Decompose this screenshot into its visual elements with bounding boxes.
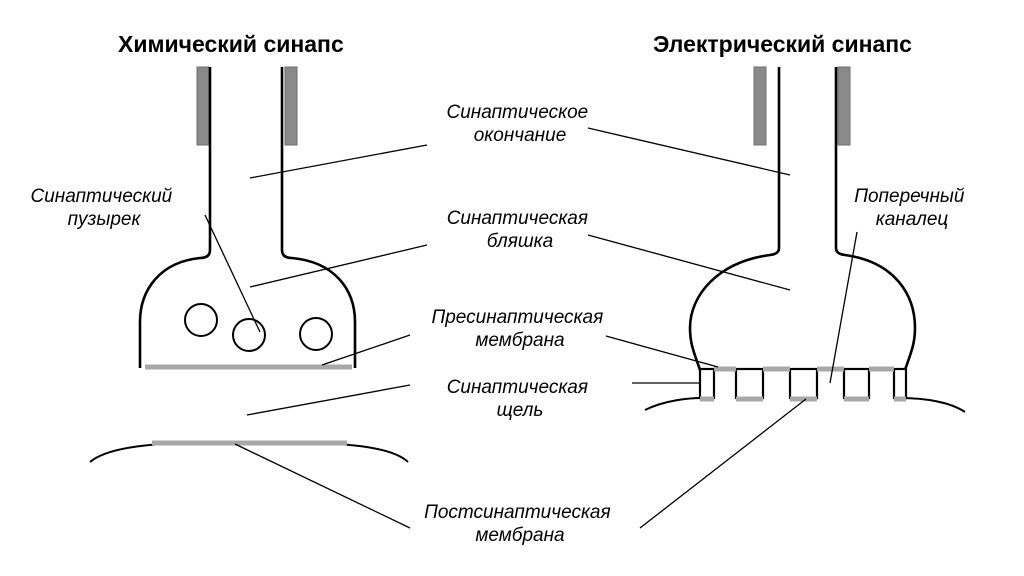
label-synaptic-plaque: Синаптическая бляшка — [447, 208, 594, 252]
title-electrical-synapse: Электрический синапс — [653, 31, 912, 57]
axon-terminal-outline-right — [280, 67, 357, 368]
transverse-channel — [842, 367, 871, 400]
label-postsynaptic-membrane: Постсинаптическая мембрана — [424, 502, 616, 546]
membrane-segments — [700, 366, 906, 402]
myelin-sheath-left — [196, 66, 210, 146]
postsynaptic-cell-outline-left — [644, 397, 703, 411]
myelin-sheath-left — [753, 66, 767, 146]
synaptic-vesicle — [232, 318, 266, 352]
myelin-sheath-right — [837, 66, 851, 146]
postsynaptic-cell-outline-right — [899, 397, 966, 413]
synaptic-vesicle — [299, 317, 333, 351]
title-chemical-synapse: Химический синапс — [118, 31, 344, 57]
axon-terminal-outline-right — [834, 67, 917, 371]
label-synaptic-ending: Синаптическое окончание — [446, 102, 593, 146]
transverse-channel — [734, 367, 765, 400]
label-synaptic-vesicle: Синаптический пузырек — [30, 186, 177, 230]
label-transverse-channel: Поперечный каналец — [854, 186, 970, 230]
axon-terminal-outline-left — [138, 67, 212, 368]
synaptic-vesicle — [184, 303, 218, 337]
electrical-synapse-drawing — [644, 66, 966, 413]
transverse-channel — [788, 367, 819, 400]
label-synaptic-cleft: Синаптическая щель — [447, 377, 594, 421]
transverse-channel — [698, 367, 716, 400]
transverse-channel — [892, 367, 908, 400]
myelin-sheath-right — [284, 66, 298, 146]
axon-terminal-outline-left — [688, 67, 781, 371]
label-presynaptic-membrane: Пресинаптическая мембрана — [431, 307, 608, 351]
chemical-synapse-drawing — [89, 66, 409, 463]
leader-lines — [204, 127, 858, 529]
